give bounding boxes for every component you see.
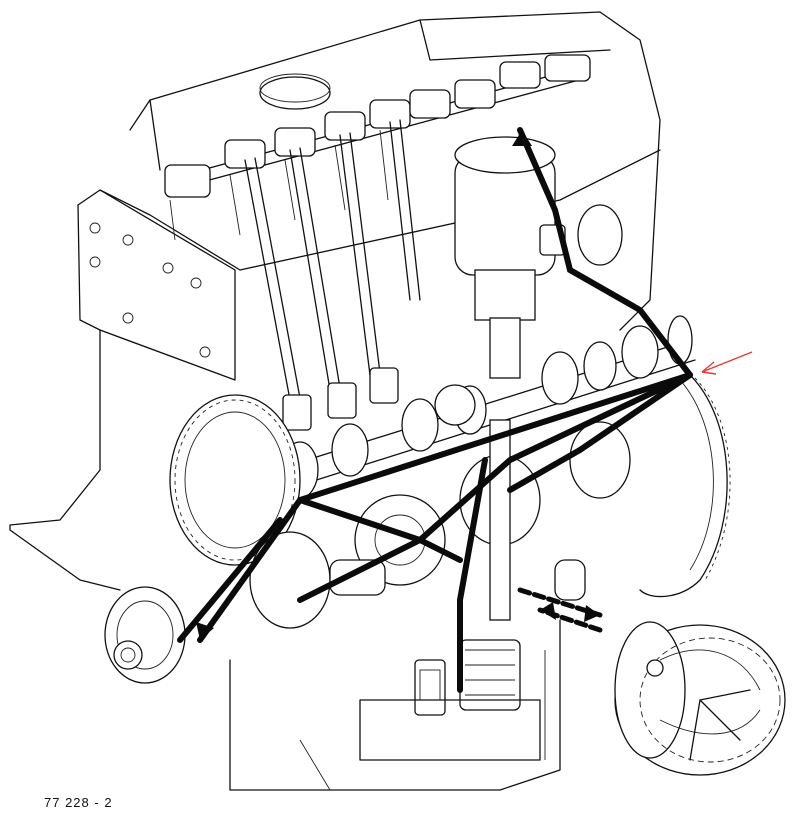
distributor (454, 136, 623, 379)
rocker-shaft (164, 54, 591, 241)
rocker-cover (129, 11, 661, 331)
camshaft (274, 315, 696, 499)
figure-reference-code: 77 228 - 2 (44, 795, 113, 810)
oil-flow-path (177, 127, 693, 693)
engine-block (9, 149, 661, 791)
timing-gear (104, 394, 301, 684)
annotation-arrow (701, 351, 753, 375)
flywheel (639, 374, 731, 598)
push-rods (244, 119, 421, 431)
oil-filter (614, 621, 786, 776)
